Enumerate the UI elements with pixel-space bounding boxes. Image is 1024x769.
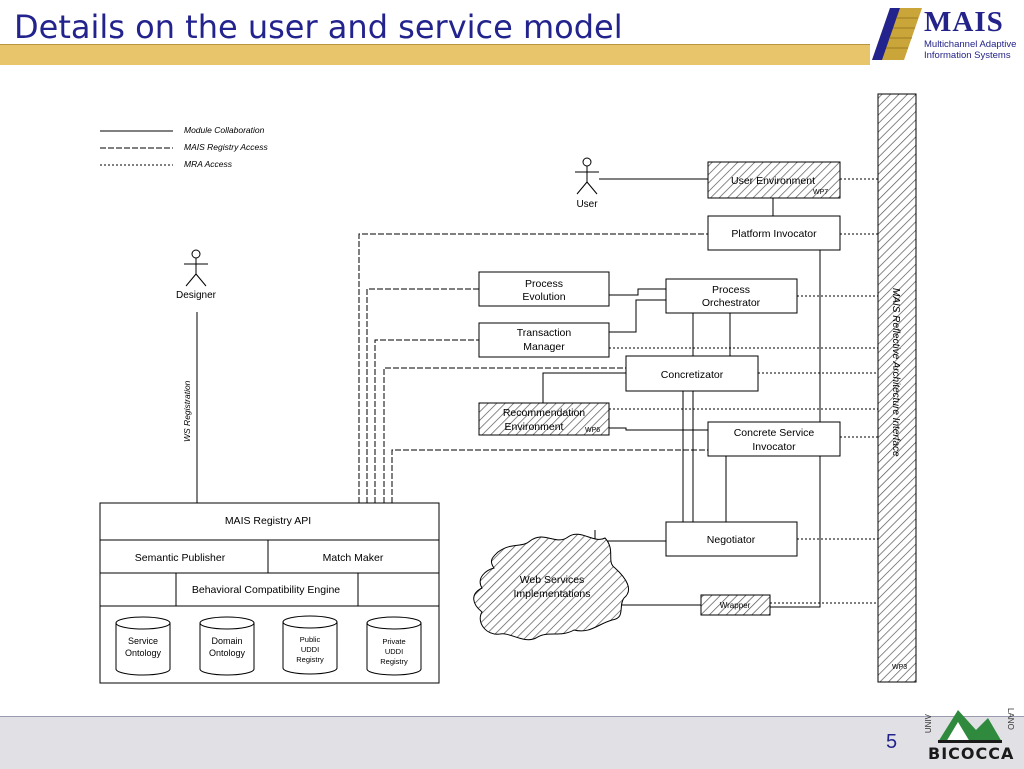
transaction-manager-label-line1: Transaction: [517, 327, 572, 339]
university-side-right: LANO: [1006, 708, 1015, 730]
title-underline-bar: [0, 44, 870, 65]
process-orchestrator-box: [665, 278, 798, 314]
public-uddi-cylinder: [282, 615, 338, 675]
legend-module-collaboration: Module Collaboration: [184, 125, 265, 135]
wrapper-box: [700, 594, 771, 616]
concretizator-label: Concretizator: [661, 369, 724, 381]
service-ontology-label-line1: Service: [128, 636, 158, 646]
user-actor-icon: [575, 157, 599, 195]
logo-subtitle-line2: Information Systems: [924, 50, 1011, 61]
platform-invocator-label: Platform Invocator: [731, 228, 817, 240]
match-maker-label: Match Maker: [323, 552, 384, 564]
public-uddi-label-line3: Registry: [296, 655, 324, 664]
logo-subtitle-line1: Multichannel Adaptive: [924, 39, 1017, 50]
ws-registration-label: WS Registration: [182, 380, 192, 442]
user-label: User: [576, 199, 598, 210]
diagram-panel: Module Collaboration MAIS Registry Acces…: [20, 86, 1004, 702]
concrete-service-invocator-box: [707, 421, 841, 457]
mra-access-lines: [609, 178, 878, 604]
process-evolution-label-line2: Evolution: [522, 291, 565, 303]
registry-access-lines: [358, 233, 708, 503]
mra-interface-bar: [877, 93, 917, 683]
private-uddi-cylinder: [366, 616, 422, 676]
user-environment-label: User Environment: [731, 175, 815, 187]
concrete-service-invocator-label-line1: Concrete Service: [734, 427, 815, 439]
concretizator-box: [625, 355, 759, 392]
domain-ontology-label-line2: Ontology: [209, 648, 246, 658]
domain-ontology-label-line1: Domain: [211, 636, 242, 646]
process-evolution-box: [478, 271, 610, 307]
recommendation-environment-label-line2: Environment: [505, 421, 564, 433]
slide-title: Details on the user and service model: [14, 8, 623, 46]
footer-bar: [0, 716, 1024, 769]
legend-mra-access: MRA Access: [184, 159, 233, 169]
legend: Module Collaboration MAIS Registry Acces…: [100, 125, 269, 169]
user-environment-box: [707, 161, 841, 199]
designer-actor-icon: [184, 249, 208, 287]
architecture-diagram: Module Collaboration MAIS Registry Acces…: [99, 93, 917, 684]
university-side-left: UNIV: [924, 714, 933, 734]
university-name: BICOCCA: [928, 744, 1015, 763]
university-logo: UNIV LANO BICOCCA: [924, 700, 1020, 768]
process-orchestrator-label-line1: Process: [712, 284, 750, 296]
mra-interface-label: MAIS Reflective Architecture Interface: [890, 288, 901, 457]
concrete-service-invocator-label-line2: Invocator: [752, 441, 796, 453]
process-evolution-label-line1: Process: [525, 278, 563, 290]
domain-ontology-cylinder: [199, 616, 255, 676]
transaction-manager-label-line2: Manager: [523, 341, 565, 353]
service-ontology-cylinder: [115, 616, 171, 676]
private-uddi-label-line2: UDDI: [385, 647, 403, 656]
behavioral-engine-label: Behavioral Compatibility Engine: [192, 584, 340, 596]
platform-invocator-box: [707, 215, 841, 251]
registry-api-label: MAIS Registry API: [225, 515, 311, 527]
web-services-cloud: [473, 533, 629, 641]
legend-registry-access: MAIS Registry Access: [184, 142, 269, 152]
logo-name: MAIS: [924, 6, 1004, 38]
bicocca-logo-icon: [938, 710, 1002, 743]
mais-logo-icon: [872, 8, 922, 60]
web-services-label-line1: Web Services: [520, 574, 585, 586]
public-uddi-label-line2: UDDI: [301, 645, 319, 654]
private-uddi-label-line3: Registry: [380, 657, 408, 666]
page-number: 5: [886, 731, 898, 753]
recommendation-environment-box: [478, 402, 610, 436]
module-collaboration-lines: [542, 178, 821, 608]
web-services-label-line2: Implementations: [513, 588, 590, 600]
user-environment-tag: WP7: [813, 189, 828, 196]
mra-tag: WP3: [892, 664, 907, 671]
private-uddi-label-line1: Private: [382, 637, 405, 646]
behavioral-engine-box: [175, 572, 359, 607]
transaction-manager-box: [478, 322, 610, 358]
public-uddi-label-line1: Public: [300, 635, 321, 644]
recommendation-environment-label-line1: Recommendation: [503, 407, 585, 419]
recommendation-environment-tag: WP6: [585, 427, 600, 434]
mais-logo: MAIS Multichannel Adaptive Information S…: [872, 6, 1018, 62]
semantic-publisher-label: Semantic Publisher: [135, 552, 226, 564]
process-orchestrator-label-line2: Orchestrator: [702, 297, 761, 309]
negotiator-box: [665, 521, 798, 557]
designer-label: Designer: [176, 290, 217, 301]
wrapper-label: Wrapper: [720, 601, 751, 610]
service-ontology-label-line2: Ontology: [125, 648, 162, 658]
negotiator-label: Negotiator: [707, 534, 756, 546]
